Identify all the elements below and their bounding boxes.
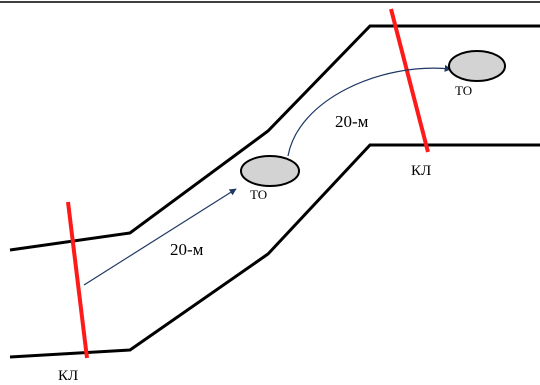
road-upper-edge xyxy=(9,24,540,252)
checkline-label-left: КЛ xyxy=(58,368,79,384)
object-label-middle: ТО xyxy=(250,187,268,202)
object-upper-ellipse xyxy=(448,50,506,82)
object-middle-ellipse xyxy=(240,155,300,187)
checkline-label-right: КЛ xyxy=(411,163,432,179)
object-label-upper: ТО xyxy=(455,83,473,98)
distance-label-upper: 20-м xyxy=(335,112,369,131)
checkline-left xyxy=(66,201,89,359)
arrow-upper xyxy=(287,64,452,157)
distance-label-lower: 20-м xyxy=(170,240,204,259)
arrow-lower xyxy=(83,188,237,286)
checkline-right xyxy=(389,8,430,153)
